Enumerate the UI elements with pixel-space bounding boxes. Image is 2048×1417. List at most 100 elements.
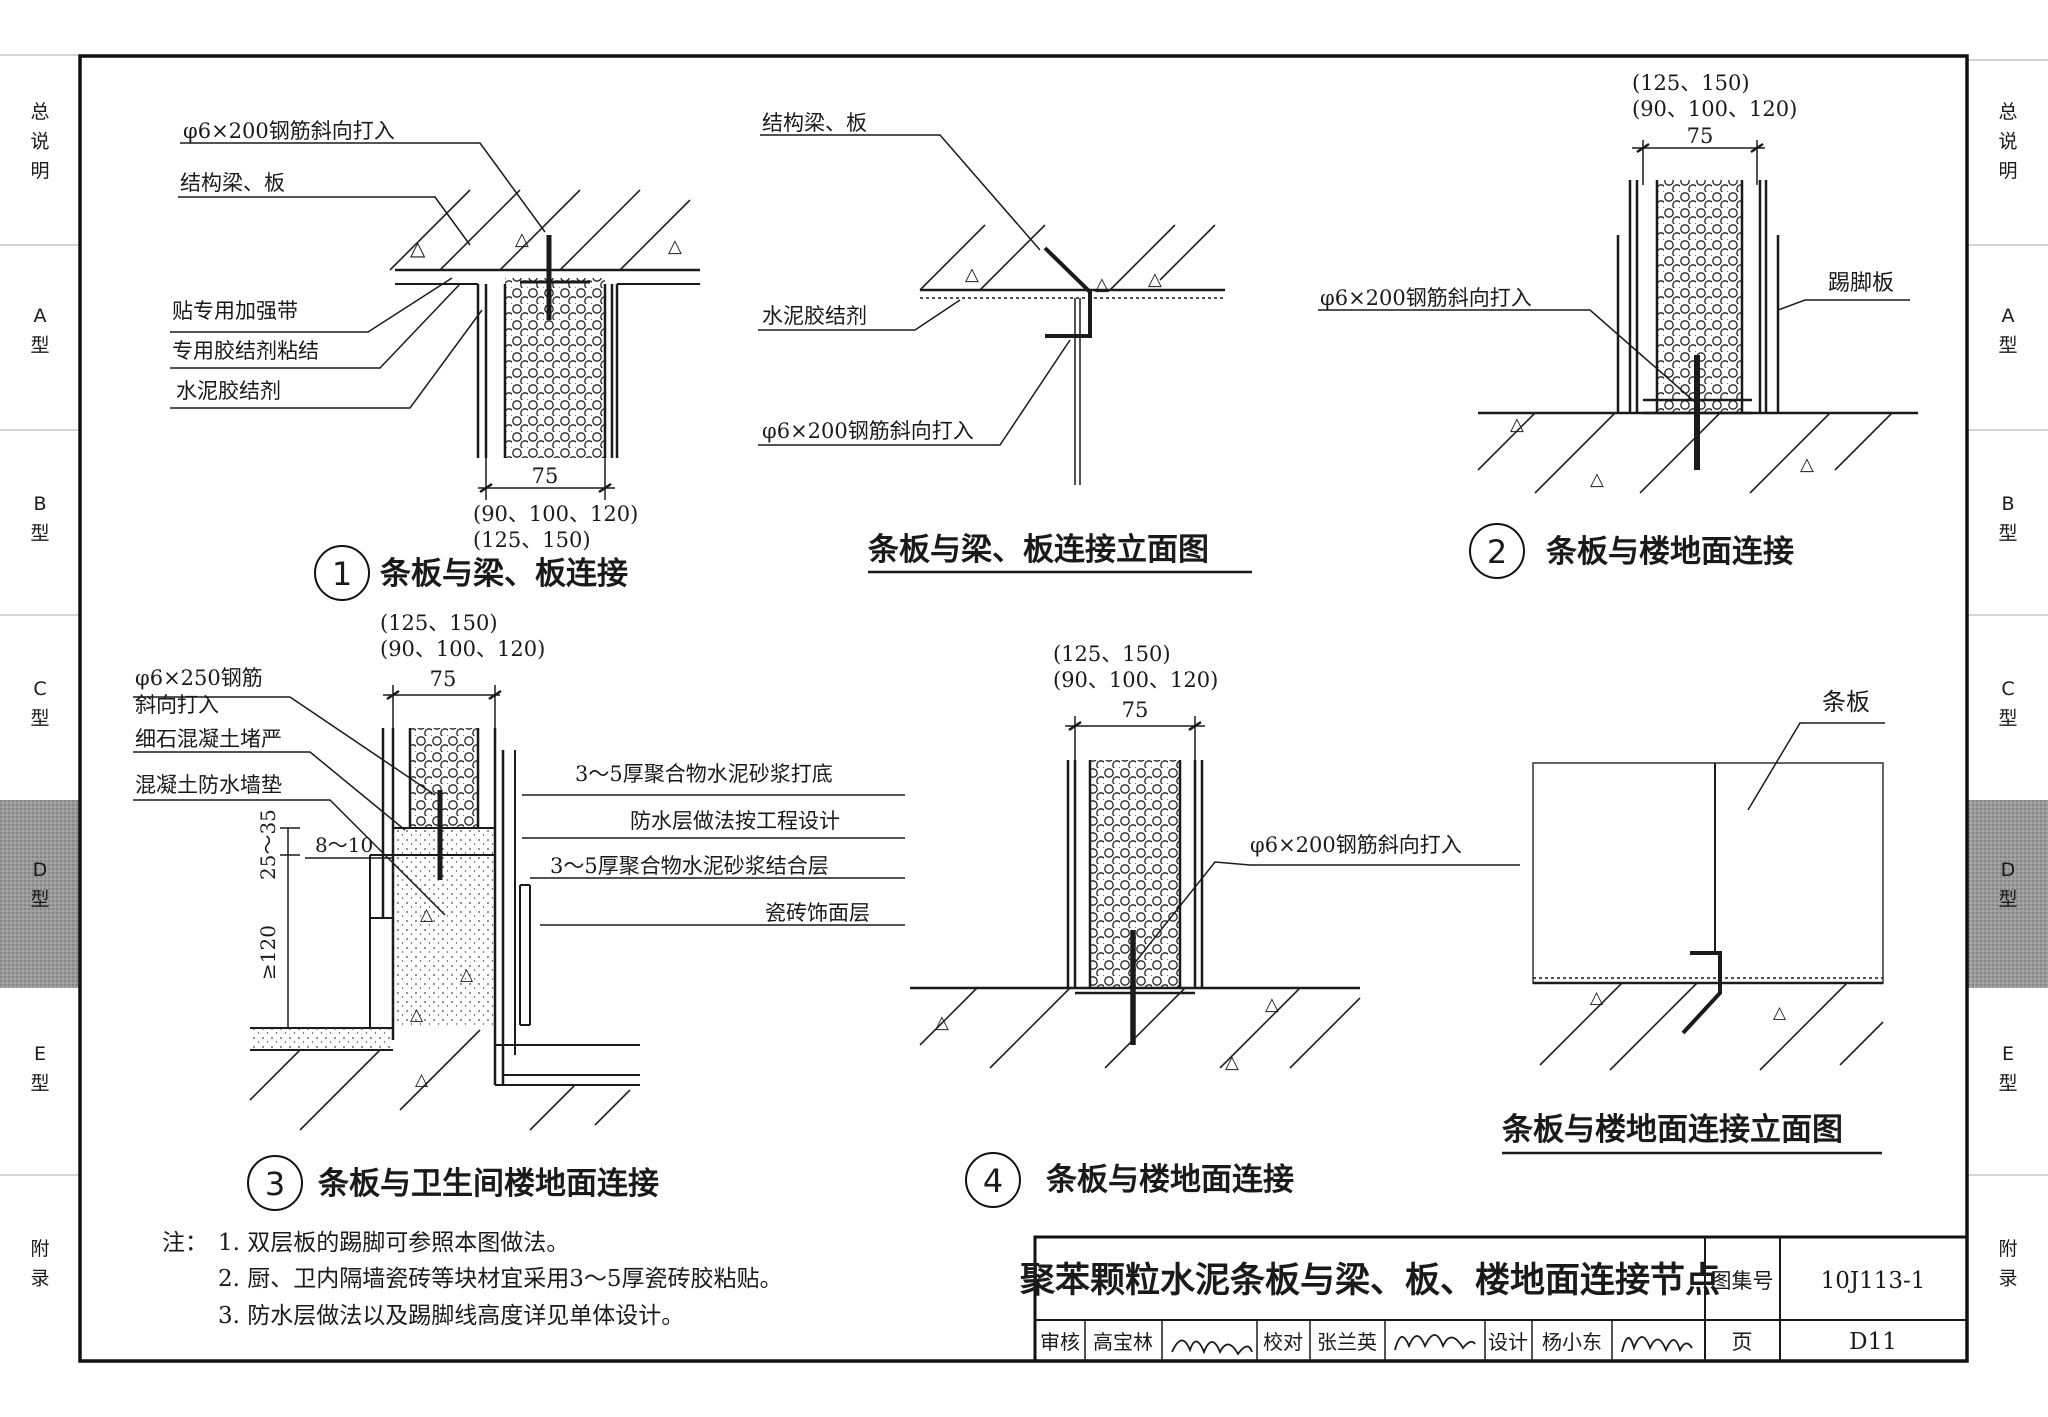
- detail-4: (125、150) (90、100、120) 75 △ △ △ φ6×200钢筋…: [910, 642, 1520, 1208]
- svg-text:△: △: [935, 1012, 949, 1033]
- d1-leader-tape: 贴专用加强带: [172, 299, 298, 323]
- elev-floor-title: 条板与楼地面连接立面图: [1502, 1112, 1843, 1148]
- d2-dim-alt2: (125、150): [1632, 71, 1750, 95]
- reviewer-signature: [1171, 1339, 1253, 1356]
- svg-text:△: △: [420, 905, 434, 925]
- d2-leader-skirting: 踢脚板: [1828, 271, 1894, 296]
- d1-leader-rebar: φ6×200钢筋斜向打入: [183, 119, 395, 143]
- d3-leader-curb: 混凝土防水墙垫: [135, 773, 282, 797]
- d1-title: 条板与梁、板连接: [380, 556, 628, 592]
- svg-text:△: △: [1265, 994, 1279, 1015]
- svg-text:D型: D型: [1998, 859, 2017, 910]
- elev-beam-leader-cement: 水泥胶结剂: [762, 304, 867, 328]
- tab-fu-right[interactable]: 附录: [1998, 1238, 2017, 1289]
- svg-text:D型: D型: [30, 859, 49, 910]
- svg-text:总说明: 总说明: [1998, 101, 2017, 182]
- svg-text:△: △: [1148, 269, 1162, 290]
- svg-text:附录: 附录: [30, 1238, 49, 1289]
- review-label: 审核: [1040, 1330, 1080, 1354]
- svg-text:B型: B型: [1998, 493, 2017, 544]
- detail-1: △ △ △ 75 (90、100、120) (125、150) φ6×200钢筋…: [170, 119, 700, 601]
- d4-leader-rebar: φ6×200钢筋斜向打入: [1250, 833, 1462, 857]
- svg-text:△: △: [460, 965, 474, 985]
- d2-dim-75: 75: [1687, 124, 1714, 148]
- d1-number-circle: [314, 545, 370, 601]
- design-label: 设计: [1488, 1330, 1528, 1354]
- d1-leader-beam: 结构梁、板: [180, 171, 285, 195]
- d1-leader-glue: 专用胶结剂粘结: [172, 339, 319, 363]
- d1-dim-alt1: (90、100、120): [473, 502, 638, 526]
- detail-3: (125、150) (90、100、120) 75 △ △ △ △ 25～: [133, 611, 905, 1211]
- svg-text:△: △: [1225, 1052, 1239, 1073]
- d3-leader-rebar-2: 斜向打入: [135, 693, 219, 717]
- d2-leader-rebar: φ6×200钢筋斜向打入: [1320, 286, 1532, 310]
- d3-dim-8-10: 8～10: [315, 833, 373, 857]
- d2-number: 2: [1487, 533, 1507, 571]
- d4-dim-alt2: (125、150): [1053, 642, 1171, 666]
- d3-leader-rebar-1: φ6×250钢筋: [135, 666, 263, 690]
- d2-title: 条板与楼地面连接: [1546, 534, 1794, 570]
- svg-text:△: △: [965, 264, 979, 285]
- svg-text:△: △: [415, 1070, 429, 1090]
- svg-text:△: △: [1095, 274, 1109, 295]
- svg-text:附录: 附录: [1998, 1238, 2017, 1289]
- note-2: 2. 厨、卫内隔墙瓷砖等块材宜采用3～5厚瓷砖胶粘贴。: [218, 1266, 783, 1292]
- notes: 注： 1. 双层板的踢脚可参照本图做法。 2. 厨、卫内隔墙瓷砖等块材宜采用3～…: [162, 1230, 783, 1329]
- svg-text:△: △: [1510, 414, 1524, 435]
- atlas-label: 图集号: [1711, 1269, 1774, 1293]
- svg-text:C型: C型: [30, 678, 49, 729]
- d3-number-circle: [247, 1155, 303, 1211]
- page-no: D11: [1849, 1329, 1897, 1355]
- checker-signature: [1394, 1334, 1476, 1351]
- svg-text:E型: E型: [1998, 1043, 2017, 1094]
- tab-fu-left[interactable]: 附录: [30, 1238, 49, 1289]
- d3-number: 3: [265, 1165, 285, 1203]
- d3-dim-120: ≥120: [256, 925, 280, 980]
- svg-text:B型: B型: [30, 493, 49, 544]
- svg-text:△: △: [1590, 988, 1604, 1008]
- d1-number: 1: [332, 555, 352, 593]
- svg-text:C型: C型: [1998, 678, 2017, 729]
- d4-dim-alt1: (90、100、120): [1053, 668, 1218, 692]
- d3-leader-tile: 瓷砖饰面层: [765, 901, 870, 925]
- notes-prefix: 注：: [162, 1230, 208, 1256]
- tab-zong-left[interactable]: 总说明: [30, 101, 49, 182]
- checker-name: 张兰英: [1317, 1330, 1377, 1354]
- svg-text:△: △: [1773, 1003, 1787, 1023]
- svg-text:△: △: [410, 236, 426, 260]
- svg-text:△: △: [410, 1005, 424, 1025]
- svg-text:E型: E型: [30, 1043, 49, 1094]
- svg-text:△: △: [1800, 454, 1814, 475]
- title-block-title: 聚苯颗粒水泥条板与梁、板、楼地面连接节点: [1019, 1261, 1720, 1301]
- drawing-frame: [78, 54, 1969, 1363]
- svg-text:总说明: 总说明: [30, 101, 49, 182]
- elevation-floor: △ △ 条板 条板与楼地面连接立面图: [1502, 688, 1885, 1155]
- d3-leader-bond: 3～5厚聚合物水泥砂浆结合层: [550, 854, 829, 878]
- d3-dim-75: 75: [430, 667, 457, 691]
- elev-beam-leader-beam: 结构梁、板: [762, 111, 867, 135]
- title-block: 聚苯颗粒水泥条板与梁、板、楼地面连接节点 图集号 10J113-1 审核 高宝林…: [1019, 1235, 1969, 1363]
- page-label: 页: [1732, 1330, 1753, 1354]
- d4-dim-75: 75: [1122, 698, 1149, 722]
- d3-title: 条板与卫生间楼地面连接: [318, 1166, 659, 1202]
- d3-leader-base: 3～5厚聚合物水泥砂浆打底: [575, 762, 833, 786]
- svg-text:△: △: [515, 229, 529, 250]
- svg-text:A型: A型: [30, 305, 49, 356]
- d3-leader-fill: 细石混凝土堵严: [135, 727, 282, 751]
- d2-dim-alt1: (90、100、120): [1632, 97, 1797, 121]
- elevation-beam: △ △ △ 结构梁、板 水泥胶结剂 φ6×200钢筋斜向打入 条板与梁、板连接立…: [758, 111, 1252, 574]
- d4-title: 条板与楼地面连接: [1046, 1162, 1294, 1198]
- tab-zong-right[interactable]: 总说明: [1998, 101, 2017, 182]
- svg-text:△: △: [668, 236, 682, 257]
